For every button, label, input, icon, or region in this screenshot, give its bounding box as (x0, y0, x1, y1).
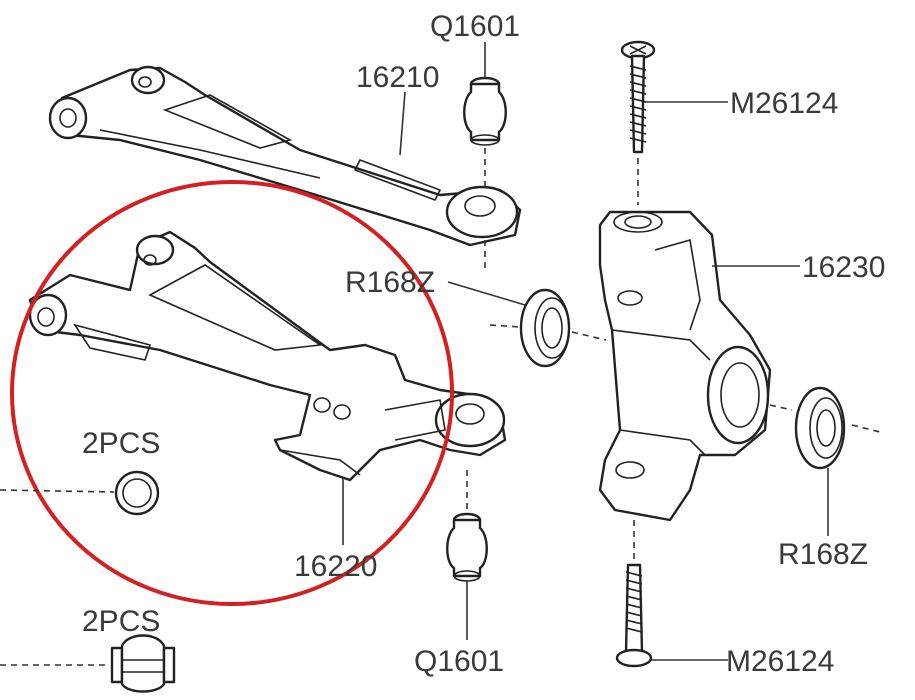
label-r168z-right: R168Z (778, 538, 868, 571)
label-16210: 16210 (356, 61, 439, 94)
upper-arm-16210 (48, 65, 522, 247)
bearing-left (519, 288, 571, 368)
screw-bottom (615, 563, 653, 668)
steering-knuckle-16230 (598, 210, 772, 522)
label-m26124-top: M26124 (730, 87, 838, 120)
bearing-right (794, 386, 846, 470)
pivot-ball-washer (114, 470, 160, 516)
label-2pcs-ball: 2PCS (82, 427, 160, 460)
label-r168z-left: R168Z (345, 266, 435, 299)
highlight-circle (10, 180, 454, 606)
label-m26124-bottom: M26124 (726, 645, 834, 678)
lower-arm-16220 (28, 230, 507, 482)
label-16230: 16230 (802, 251, 885, 284)
leader-r168z-left (447, 281, 526, 306)
ball-stud-bottom (446, 512, 488, 582)
leader-16210 (399, 91, 406, 156)
hinge-pin (110, 634, 176, 693)
screw-top (620, 40, 656, 154)
label-2pcs-pin: 2PCS (82, 605, 160, 638)
label-q1601-top: Q1601 (430, 10, 520, 43)
label-16220: 16220 (294, 550, 377, 583)
label-q1601-bottom: Q1601 (414, 645, 504, 678)
ball-stud-top (463, 76, 507, 146)
